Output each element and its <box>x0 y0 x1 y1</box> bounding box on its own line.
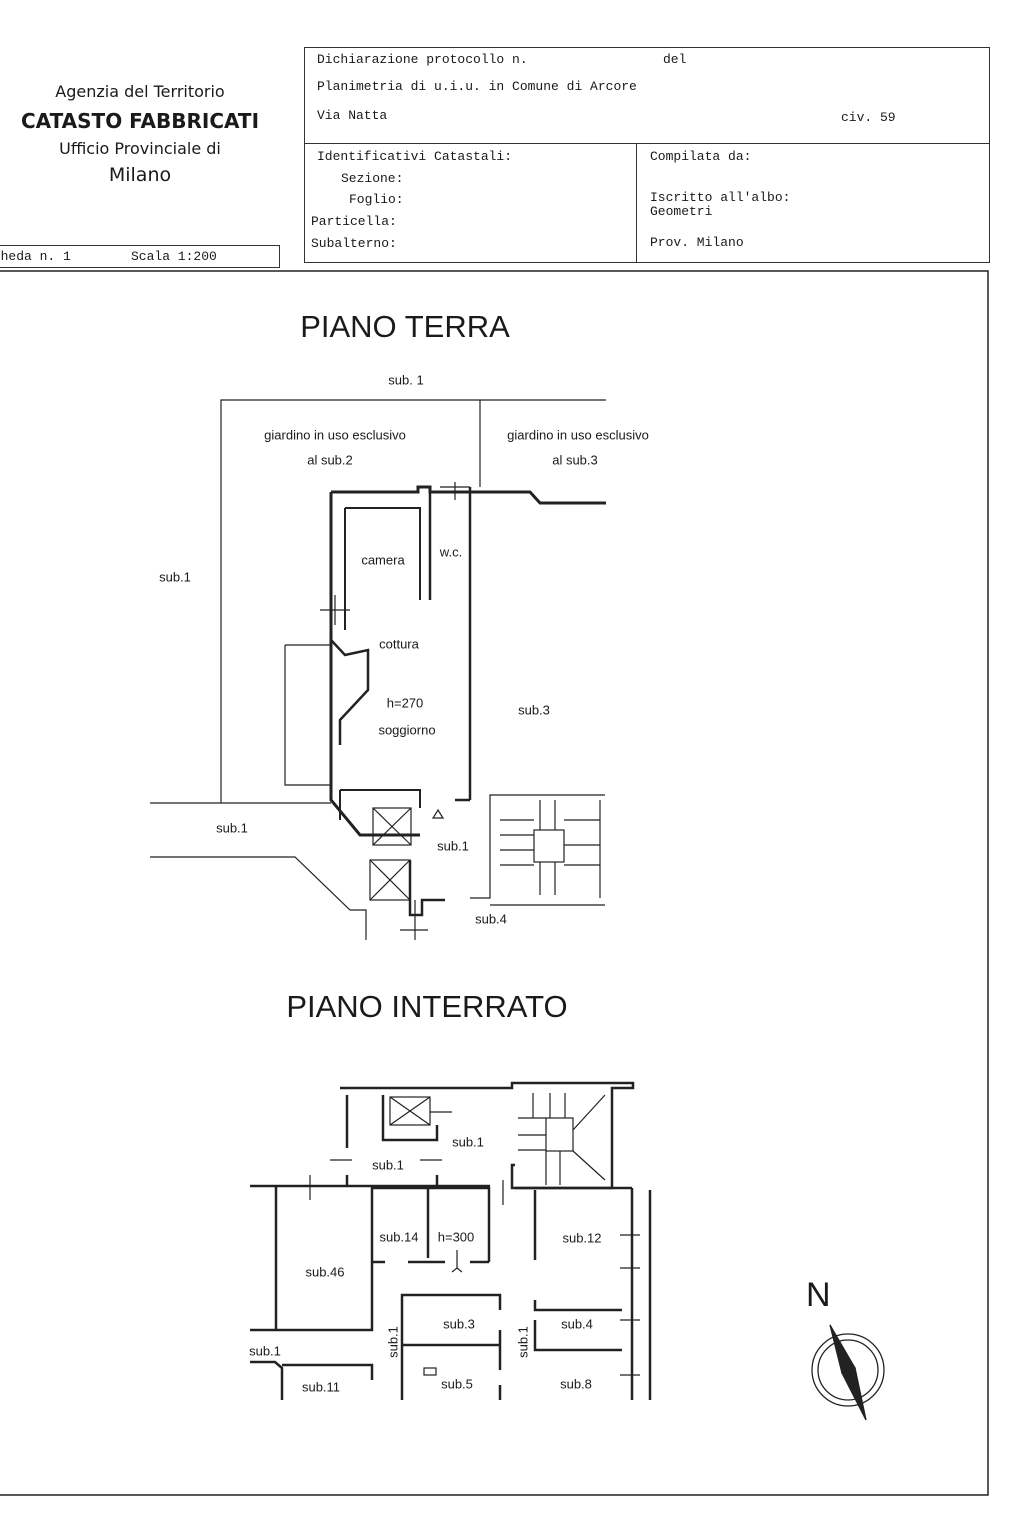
agency-name: Agenzia del Territorio <box>55 82 225 101</box>
catasto-title: CATASTO FABBRICATI <box>20 109 260 133</box>
iscritto: Iscritto all'albo: <box>650 190 791 205</box>
plan-label: sub.1 <box>216 820 248 836</box>
ground-floor-plan <box>150 399 606 940</box>
plan-label: sub.4 <box>475 911 507 927</box>
plan-label: sub.1 <box>437 838 469 854</box>
plan-label: sub.14 <box>379 1229 419 1245</box>
north-label: N <box>806 1276 831 1314</box>
subalterno: Subalterno: <box>311 236 397 251</box>
plan-label: sub.8 <box>560 1376 592 1392</box>
drawing-frame <box>0 270 989 1496</box>
basement-plan <box>250 1081 652 1400</box>
plan-label: sub.3 <box>443 1316 475 1332</box>
room-label: w.c. <box>439 544 463 560</box>
plan-label: sub.1 <box>249 1343 281 1359</box>
plan-label: sub.1 <box>159 569 191 585</box>
height-label: h=270 <box>386 695 424 711</box>
office-label: Ufficio Provinciale di <box>59 139 221 158</box>
plan-label: al sub.3 <box>552 452 598 468</box>
plan-label: giardino in uso esclusivo <box>264 427 406 443</box>
compilata: Compilata da: <box>650 149 752 164</box>
divider <box>636 143 637 263</box>
dichiarazione: Dichiarazione protocollo n. <box>317 52 528 67</box>
plan-label: sub.12 <box>562 1230 602 1246</box>
room-label: cottura <box>379 636 419 652</box>
basement-title: PIANO INTERRATO <box>286 989 568 1024</box>
scale: Scala 1:200 <box>131 249 217 264</box>
foglio: Foglio: <box>349 192 404 207</box>
albo: Geometri <box>650 204 713 219</box>
via: Via Natta <box>317 108 388 123</box>
plan-label: sub.1 <box>385 1326 401 1358</box>
height-label: h=300 <box>437 1229 475 1245</box>
plan-label: sub.11 <box>301 1379 341 1395</box>
plan-label: al sub.2 <box>307 452 353 468</box>
plan-label: giardino in uso esclusivo <box>507 427 649 443</box>
planimetria: Planimetria di u.i.u. in Comune di Arcor… <box>317 79 637 94</box>
plan-label: sub.46 <box>305 1264 345 1280</box>
divider <box>305 143 989 144</box>
plan-label: sub.1 <box>515 1326 531 1358</box>
room-label: soggiorno <box>378 722 436 738</box>
dichiarazione-del: del <box>663 52 687 67</box>
plan-label: sub. 1 <box>388 372 424 388</box>
sezione: Sezione: <box>341 171 404 186</box>
north-arrow-icon <box>811 1324 885 1421</box>
identificativi: Identificativi Catastali: <box>317 149 513 164</box>
room-label: camera <box>361 552 405 568</box>
scheda-box: Scheda n. 1 Scala 1:200 <box>0 245 280 268</box>
plan-label: sub.1 <box>372 1157 404 1173</box>
header-info-box: Dichiarazione protocollo n. del Planimet… <box>304 47 990 263</box>
plan-label: sub.3 <box>518 702 550 718</box>
plan-label: sub.4 <box>561 1316 593 1332</box>
office-city: Milano <box>108 164 172 186</box>
scheda-number: Scheda n. 1 <box>0 249 71 264</box>
plan-label: sub.5 <box>441 1376 473 1392</box>
ground-floor-title: PIANO TERRA <box>300 309 510 344</box>
civico: civ. 59 <box>841 110 896 125</box>
plan-label: sub.1 <box>452 1134 484 1150</box>
provincia: Prov. Milano <box>650 235 744 250</box>
particella: Particella: <box>311 214 397 229</box>
